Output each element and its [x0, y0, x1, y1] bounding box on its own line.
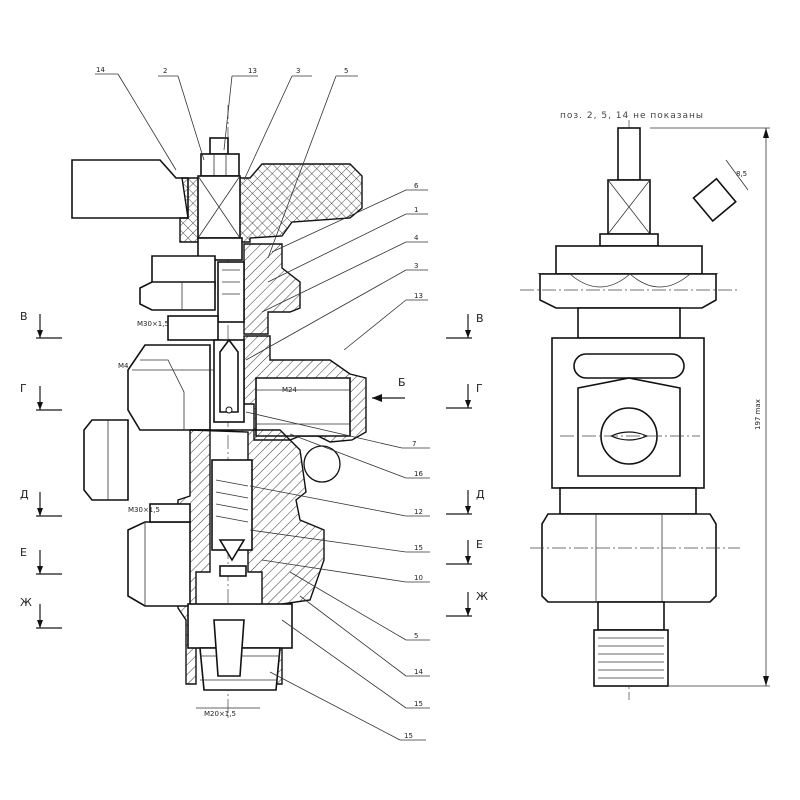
leader-right-12: 14 [414, 668, 423, 676]
port-label: Б [398, 376, 406, 389]
section-mark-left-2: Г [20, 382, 27, 395]
stem-collar [197, 237, 243, 261]
ext-bottom-collar [597, 601, 665, 631]
lower-collar [149, 503, 191, 523]
port-bore [255, 377, 351, 437]
leader-right-9: 15 [414, 544, 423, 552]
lower-hex-nut [127, 521, 191, 607]
hex-nut-left [139, 281, 216, 311]
ext-lower-hex [541, 513, 717, 603]
thread-label-top: M30×1,5 [137, 320, 169, 328]
leader-right-10: 10 [414, 574, 423, 582]
section-view: M30×1,5 M24 Б M4 M30×1 [20, 66, 488, 741]
lower-body-left-wall [177, 429, 211, 685]
side-boss [83, 419, 129, 501]
seat-ring [219, 565, 247, 577]
section-mark-left-3: Д [20, 488, 29, 501]
spring-cartridge [211, 459, 253, 551]
valve-cone [218, 539, 246, 562]
square-dim-label: 8,5 [736, 170, 747, 178]
ext-neck [577, 307, 681, 339]
leader-right-13: 15 [414, 700, 423, 708]
body-neck [167, 315, 219, 341]
leader-top-4: 3 [296, 67, 300, 75]
section-mark-right-3: Д [476, 488, 485, 501]
thread-label-bottom: M20×1,5 [204, 710, 236, 718]
leader-top-2: 2 [163, 67, 167, 75]
square-callout [692, 177, 737, 223]
leader-right-2: 1 [414, 206, 418, 214]
port-flow-arrow [372, 394, 382, 402]
leader-right-7: 16 [414, 470, 423, 478]
ext-hex-nut [539, 273, 717, 309]
small-thread-label: M4 [118, 362, 129, 370]
gland-section [243, 243, 301, 335]
section-marks-right: В Г Д Е Ж [446, 312, 488, 617]
section-marks-left: В Г Д Е Ж [20, 310, 62, 629]
leader-right-4: 3 [414, 262, 418, 270]
handwheel-left [71, 159, 189, 219]
section-mark-left-4: Е [20, 546, 27, 559]
section-mark-right-2: Г [476, 382, 483, 395]
stem-upper [217, 261, 245, 323]
leader-right-3: 4 [414, 234, 419, 242]
needle [219, 338, 239, 413]
drain-port [303, 445, 341, 483]
leader-top-5: 5 [344, 67, 348, 75]
ext-lower-collar [559, 487, 697, 515]
top-nut [200, 153, 240, 177]
ext-bottom-thread [593, 629, 669, 687]
section-mark-left-5: Ж [20, 596, 32, 609]
leader-right-6: 7 [412, 440, 416, 448]
leader-right-5: 13 [414, 292, 423, 300]
bottom-bore [213, 619, 245, 677]
thread-label-port: M24 [282, 386, 297, 394]
top-leaders: 14 2 13 3 5 [95, 66, 358, 259]
right-leaders: 6 1 4 3 13 7 16 12 15 10 5 14 15 [245, 182, 430, 741]
leader-right-8: 12 [414, 508, 423, 516]
overall-dim-label: 197 max [754, 399, 762, 430]
ext-collar [599, 233, 659, 247]
leader-right-14: 15 [404, 732, 413, 740]
thread-label-mid: M30×1,5 [128, 506, 160, 514]
section-mark-left-1: В [20, 310, 28, 323]
leader-top-3: 13 [248, 67, 257, 75]
ext-stem-tip [617, 127, 641, 181]
leader-top-1: 14 [96, 66, 105, 74]
exterior-view: поз. 2, 5, 14 не показаны 8,5 [520, 111, 770, 700]
omitted-parts-note: поз. 2, 5, 14 не показаны [560, 111, 704, 121]
section-mark-right-1: В [476, 312, 484, 325]
leader-right-1: 6 [414, 182, 419, 190]
ext-gland-nut [555, 245, 703, 275]
section-mark-right-5: Ж [476, 590, 488, 603]
ext-slot [573, 353, 685, 379]
section-mark-right-4: Е [476, 538, 483, 551]
body-left-face [127, 344, 211, 431]
leader-right-11: 5 [414, 632, 418, 640]
